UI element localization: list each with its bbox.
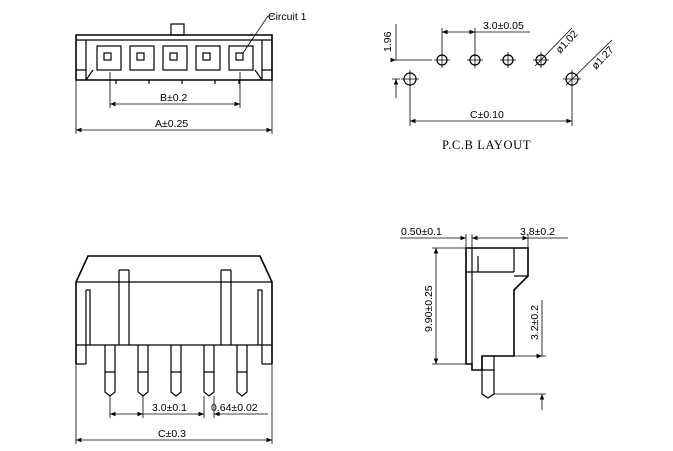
side-height-label: 9.90±0.25 bbox=[423, 285, 435, 332]
front-housing bbox=[75, 255, 273, 364]
pcb-pitch-label: 3.0±0.05 bbox=[483, 20, 524, 32]
side-pin-thickness-label: 0.50±0.1 bbox=[401, 226, 442, 238]
front-pitch-label: 3.0±0.1 bbox=[152, 402, 187, 414]
front-dim-c-label: C±0.3 bbox=[158, 428, 186, 440]
pcb-layout: 1.96 3.0±0.05 ø1.02 ø1.27 C±0.10 P.C.B L… bbox=[382, 20, 617, 152]
side-depth-label: 3.8±0.2 bbox=[520, 226, 555, 238]
side-pin-length-label: 3.2±0.2 bbox=[529, 305, 541, 340]
circuit-1-leader bbox=[242, 15, 274, 54]
side-housing bbox=[465, 247, 529, 371]
front-pin-width-label: 0.64±0.02 bbox=[211, 402, 258, 414]
circuit-1-label: Circuit 1 bbox=[268, 11, 307, 23]
pcb-dim-c-label: C±0.10 bbox=[470, 109, 504, 121]
dim-b-label: B±0.2 bbox=[160, 92, 188, 104]
dim-a-label: A±0.25 bbox=[155, 118, 188, 130]
pcb-layout-title: P.C.B LAYOUT bbox=[442, 138, 531, 152]
top-latch bbox=[170, 23, 185, 36]
top-cavities bbox=[96, 45, 254, 71]
front-pins bbox=[104, 345, 248, 397]
front-view: 3.0±0.1 0.64±0.02 C±0.3 bbox=[75, 255, 273, 444]
top-view: Circuit 1 B±0.2 A±0.25 bbox=[75, 11, 307, 134]
pcb-holes bbox=[401, 52, 581, 88]
side-pin bbox=[481, 356, 495, 399]
pcb-hole-small-label: ø1.02 bbox=[553, 28, 580, 56]
pcb-row-offset-label: 1.96 bbox=[382, 31, 394, 52]
pcb-hole-large-label: ø1.27 bbox=[589, 44, 616, 72]
side-view: 0.50±0.1 3.8±0.2 9.90±0.25 3.2±0.2 bbox=[400, 226, 568, 410]
